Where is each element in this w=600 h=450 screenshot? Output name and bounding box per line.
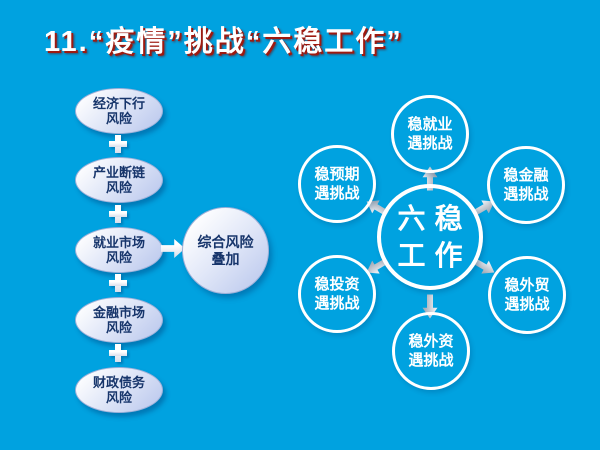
result-line-2: 叠加 <box>211 250 240 267</box>
plus-icon <box>109 135 127 153</box>
satellite-circle-investment: 稳投资 遇挑战 <box>298 255 376 333</box>
hub-circle-six-stability: 六稳 工作 <box>377 184 483 290</box>
oval-line-1: 就业市场 <box>92 235 145 250</box>
result-line-1: 综合风险 <box>197 233 254 250</box>
sat-line-2: 遇挑战 <box>503 186 549 203</box>
oval-line-1: 经济下行 <box>92 96 145 111</box>
sat-line-2: 遇挑战 <box>504 296 550 313</box>
sat-line-2: 遇挑战 <box>408 352 454 369</box>
satellite-circle-expectations: 稳预期 遇挑战 <box>298 145 376 223</box>
plus-icon <box>109 344 127 362</box>
risk-oval-economic-downturn: 经济下行 风险 <box>75 88 163 134</box>
satellite-circle-foreign-trade: 稳外贸 遇挑战 <box>488 256 566 334</box>
risk-oval-employment-market: 就业市场 风险 <box>75 227 163 273</box>
oval-line-1: 产业断链 <box>92 165 145 180</box>
oval-line-1: 金融市场 <box>92 305 145 320</box>
oval-line-2: 风险 <box>105 111 132 126</box>
risk-oval-financial-market: 金融市场 风险 <box>75 297 163 343</box>
oval-line-2: 风险 <box>105 250 132 265</box>
sat-line-1: 稳预期 <box>314 166 360 183</box>
satellite-circle-foreign-investment: 稳外资 遇挑战 <box>392 312 470 390</box>
combined-risk-circle: 综合风险 叠加 <box>182 207 269 294</box>
oval-line-2: 风险 <box>105 320 132 335</box>
sat-line-2: 遇挑战 <box>314 295 360 312</box>
sat-line-1: 稳外资 <box>408 333 454 350</box>
sat-line-2: 遇挑战 <box>314 185 360 202</box>
satellite-circle-employment: 稳就业 遇挑战 <box>391 95 469 173</box>
sat-line-2: 遇挑战 <box>407 135 453 152</box>
satellite-circle-finance: 稳金融 遇挑战 <box>487 146 565 224</box>
oval-line-2: 风险 <box>105 390 132 405</box>
plus-icon <box>109 274 127 292</box>
hub-line-2: 工作 <box>397 240 472 271</box>
sat-line-1: 稳外贸 <box>504 277 550 294</box>
sat-line-1: 稳金融 <box>503 167 549 184</box>
sat-line-1: 稳投资 <box>314 276 360 293</box>
oval-line-1: 财政债务 <box>92 375 145 390</box>
plus-icon <box>109 205 127 223</box>
hub-line-1: 六稳 <box>397 203 472 234</box>
sat-line-1: 稳就业 <box>407 116 453 133</box>
risk-oval-fiscal-debt: 财政债务 风险 <box>75 367 163 413</box>
slide-title: 11.“疫情”挑战“六稳工作” <box>44 26 403 58</box>
risk-oval-industry-chain: 产业断链 风险 <box>75 157 163 203</box>
oval-line-2: 风险 <box>105 180 132 195</box>
